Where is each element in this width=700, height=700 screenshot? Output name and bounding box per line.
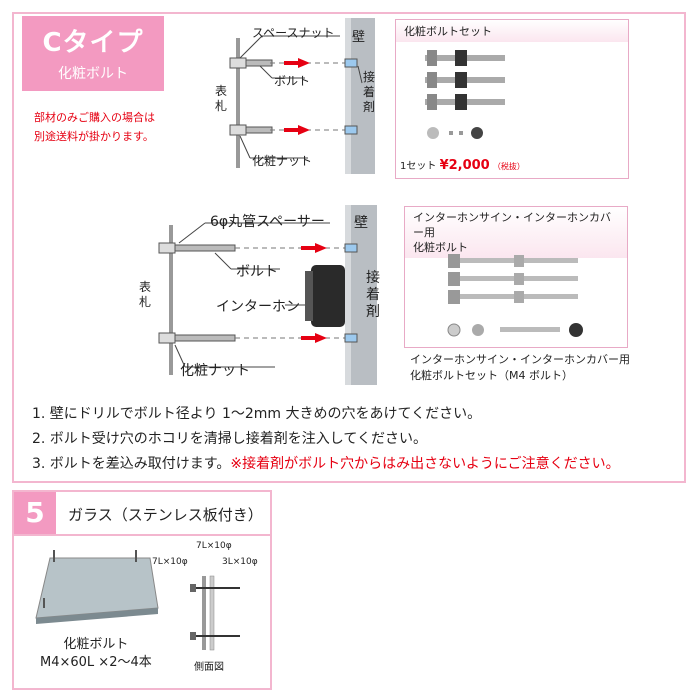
label-spacer: 6φ丸管スペーサー — [210, 214, 325, 230]
diagram-2-drawing — [158, 205, 377, 385]
intercom-caption-line-2: 化粧ボルトセット（M4 ボルト） — [410, 369, 573, 382]
label-wall-1: 壁 — [352, 30, 366, 45]
intercom-header-line-2: 化粧ボルト — [413, 241, 468, 254]
diagram-1-drawing — [229, 18, 375, 174]
caption-line-2: M4×60L ×2～4本 — [40, 655, 152, 670]
dim-left: 7L×10φ — [152, 557, 188, 567]
step-3-warning: ※接着剤がボルト穴からはみ出さないようにご注意ください。 — [230, 456, 620, 472]
price-tax: （税抜） — [492, 162, 525, 171]
price-prefix: 1セット — [400, 161, 437, 172]
label-space-nut: スペースナット — [252, 26, 335, 40]
label-adhesive-1: 接着剤 — [362, 70, 375, 114]
label-decorative-nut-2: 化粧ナット — [180, 363, 250, 379]
label-adhesive-2: 接着剤 — [366, 270, 380, 320]
bolt-set-image — [425, 50, 505, 139]
side-view-label: 側面図 — [194, 662, 224, 673]
section-5-title: ガラス（ステンレス板付き） — [68, 506, 263, 524]
section-5-panel — [12, 490, 272, 690]
intercom-header-line-1: インターホンサイン・インターホンカバー用 — [413, 211, 611, 239]
intercom-set-header: インターホンサイン・インターホンカバー用 化粧ボルト — [405, 207, 627, 258]
glass-plate-image — [35, 550, 159, 624]
dim-right: 3L×10φ — [222, 557, 258, 567]
step-2: 2. ボルト受け穴のホコリを清掃し接着剤を注入してください。 — [32, 431, 427, 447]
c-type-subtitle: 化粧ボルト — [58, 66, 128, 82]
label-bolt-2: ボルト — [236, 264, 278, 280]
label-nameplate-1: 表札 — [214, 84, 227, 113]
dim-top: 7L×10φ — [196, 541, 232, 551]
c-type-tag: Cタイプ 化粧ボルト — [22, 16, 164, 91]
c-type-title: Cタイプ — [42, 28, 144, 58]
price-value: ¥2,000 — [439, 158, 490, 173]
intercom-set-caption: インターホンサイン・インターホンカバー用 化粧ボルトセット（M4 ボルト） — [410, 352, 630, 384]
step-3: 3. ボルトを差込み取付けます。※接着剤がボルト穴からはみ出さないようにご注意く… — [32, 452, 620, 477]
step-3-text: 3. ボルトを差込み取付けます。 — [32, 456, 231, 472]
label-bolt-1: ボルト — [274, 74, 311, 88]
note-line-2: 別途送料が掛かります。 — [34, 130, 154, 143]
section-5-number: 5 — [14, 492, 56, 534]
side-view-drawing — [190, 575, 240, 651]
label-nameplate-2: 表札 — [138, 280, 151, 309]
section-5-caption: 化粧ボルト M4×60L ×2～4本 — [40, 636, 152, 672]
intercom-set-image — [447, 254, 583, 337]
step-1: 1. 壁にドリルでボルト径より 1～2mm 大きめの穴をあけてください。 — [32, 406, 482, 422]
note-line-1: 部材のみご購入の場合は — [34, 111, 155, 124]
caption-line-1: 化粧ボルト — [63, 637, 129, 652]
bolt-set-header: 化粧ボルトセット — [396, 20, 628, 42]
installation-steps: 1. 壁にドリルでボルト径より 1～2mm 大きめの穴をあけてください。 2. … — [32, 402, 620, 477]
label-decorative-nut-1: 化粧ナット — [252, 154, 313, 168]
shipping-note: 部材のみご購入の場合は 別途送料が掛かります。 — [34, 108, 155, 146]
label-wall-2: 壁 — [354, 215, 368, 231]
c-type-panel — [12, 12, 686, 483]
label-intercom: インターホン — [216, 299, 300, 315]
intercom-caption-line-1: インターホンサイン・インターホンカバー用 — [410, 353, 630, 366]
bolt-set-price: 1セット ¥2,000 （税抜） — [400, 157, 525, 173]
